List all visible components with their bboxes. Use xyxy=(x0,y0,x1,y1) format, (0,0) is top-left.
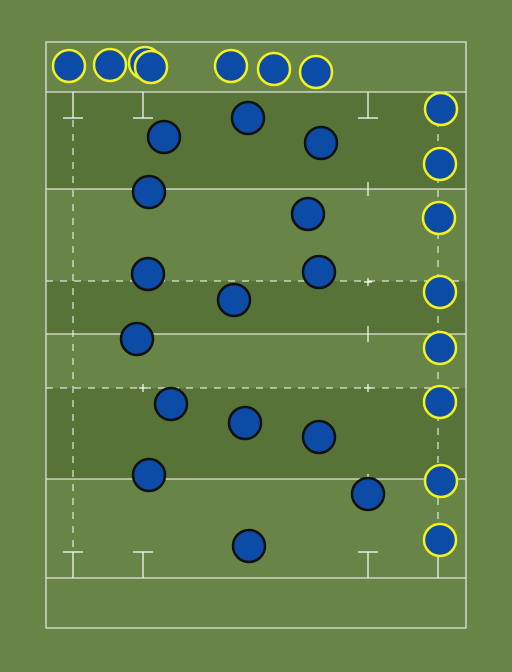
field-markers xyxy=(63,92,448,578)
substitute-marker xyxy=(51,48,87,84)
substitute-marker xyxy=(422,522,458,558)
player-marker xyxy=(301,419,337,455)
post-marker xyxy=(133,551,153,578)
player-marker xyxy=(301,254,337,290)
substitute-marker xyxy=(422,384,458,420)
player-marker xyxy=(131,457,167,493)
starting-players xyxy=(119,100,386,564)
pitch-lines xyxy=(45,41,467,629)
post-marker xyxy=(63,92,83,119)
field-stripe xyxy=(46,281,466,334)
tick-marker xyxy=(364,278,372,286)
player-marker xyxy=(216,282,252,318)
substitute-marker xyxy=(256,51,292,87)
player-marker xyxy=(350,476,386,512)
post-marker xyxy=(133,92,153,119)
substitute-marker xyxy=(421,200,457,236)
player-marker xyxy=(130,256,166,292)
player-marker xyxy=(119,321,155,357)
post-marker xyxy=(358,551,378,578)
player-marker xyxy=(146,119,182,155)
post-marker xyxy=(63,551,83,578)
substitute-marker xyxy=(422,330,458,366)
substitute-marker xyxy=(423,463,459,499)
pitch-boundary xyxy=(45,41,467,629)
player-marker xyxy=(153,386,189,422)
tick-marker xyxy=(364,384,372,392)
substitute-marker xyxy=(422,146,458,182)
player-marker xyxy=(131,174,167,210)
post-marker xyxy=(358,92,378,119)
side-substitutes xyxy=(421,91,459,558)
substitute-marker xyxy=(422,274,458,310)
player-marker xyxy=(231,528,267,564)
player-marker xyxy=(290,196,326,232)
substitute-marker xyxy=(92,47,128,83)
player-marker xyxy=(230,100,266,136)
player-marker xyxy=(227,405,263,441)
tick-marker xyxy=(139,384,147,392)
substitute-marker xyxy=(133,49,169,85)
player-marker xyxy=(303,125,339,161)
substitute-marker xyxy=(423,91,459,127)
substitute-marker xyxy=(298,54,334,90)
substitute-marker xyxy=(213,48,249,84)
top-substitutes xyxy=(51,45,334,90)
